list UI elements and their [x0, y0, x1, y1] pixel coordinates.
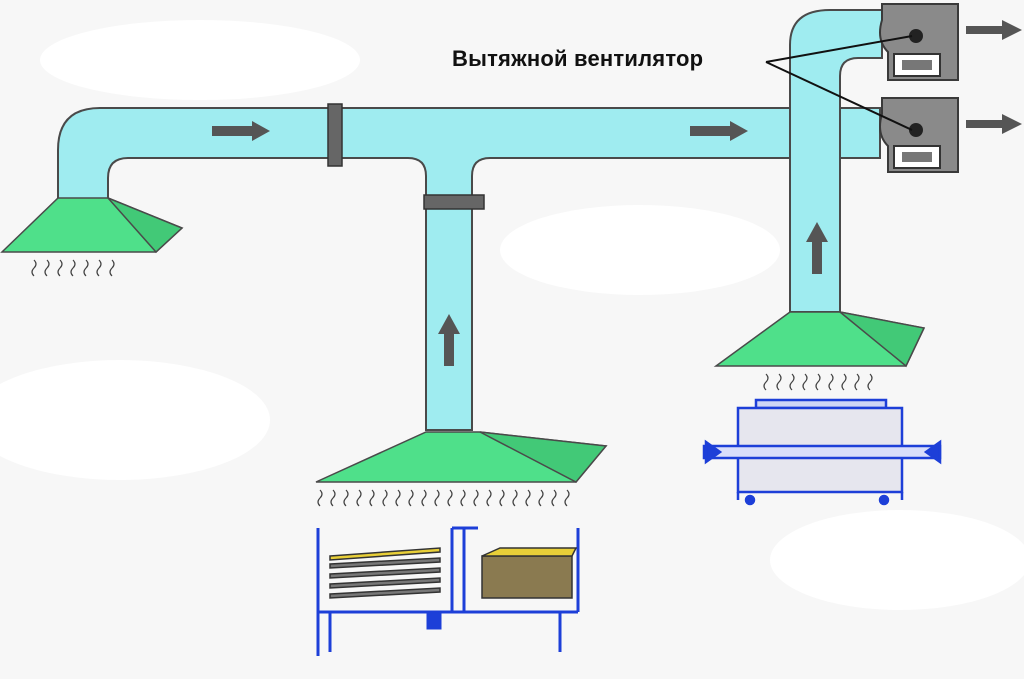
- arrow-right-2: [690, 121, 748, 141]
- fume-wave: [776, 373, 782, 391]
- fume-wave: [109, 259, 115, 277]
- fume-wave: [70, 259, 76, 277]
- fume-wave: [564, 489, 570, 507]
- arrow-out-top: [966, 20, 1022, 40]
- hood-right: [713, 311, 926, 368]
- fume-wave: [447, 489, 453, 507]
- main-duct: [57, 107, 881, 431]
- arrow-up-right: [806, 222, 828, 274]
- exhaust-fan-bottom: [879, 97, 959, 173]
- workbench: [316, 526, 580, 656]
- fume-wave: [96, 259, 102, 277]
- fume-wave: [421, 489, 427, 507]
- arrow-right-1: [212, 121, 270, 141]
- fume-wave: [343, 489, 349, 507]
- fume-wave: [317, 489, 323, 507]
- fume-waves: [31, 259, 873, 507]
- fume-wave: [486, 489, 492, 507]
- damper-main: [327, 103, 343, 167]
- fume-wave: [499, 489, 505, 507]
- fume-wave: [83, 259, 89, 277]
- hood-left: [0, 197, 184, 254]
- arrow-up-center: [438, 314, 460, 366]
- fume-wave: [330, 489, 336, 507]
- fume-wave: [538, 489, 544, 507]
- fume-wave: [57, 259, 63, 277]
- fume-wave: [369, 489, 375, 507]
- fume-wave: [854, 373, 860, 391]
- fume-wave: [841, 373, 847, 391]
- fume-wave: [382, 489, 388, 507]
- exhaust-fan-label: Вытяжной вентилятор: [452, 46, 704, 71]
- fume-wave: [551, 489, 557, 507]
- fume-wave: [828, 373, 834, 391]
- arrow-out-bottom: [966, 114, 1022, 134]
- fume-wave: [408, 489, 414, 507]
- fume-wave: [31, 259, 37, 277]
- fume-wave: [867, 373, 873, 391]
- oven-box: [481, 547, 578, 599]
- cooking-kettle: [702, 398, 942, 506]
- baking-trays: [329, 547, 441, 599]
- fume-wave: [512, 489, 518, 507]
- fume-wave: [395, 489, 401, 507]
- label-leader-lines: [765, 35, 913, 131]
- fume-wave: [44, 259, 50, 277]
- fume-wave: [356, 489, 362, 507]
- fume-wave: [525, 489, 531, 507]
- damper-branch: [423, 194, 485, 210]
- fume-wave: [763, 373, 769, 391]
- fan-motor-icon: [909, 29, 923, 43]
- exhaust-fan-top: [879, 3, 959, 81]
- fume-wave: [802, 373, 808, 391]
- fume-wave: [789, 373, 795, 391]
- fan-motor-icon: [909, 123, 923, 137]
- airflow-arrows: [212, 20, 1022, 366]
- hood-center: [315, 431, 608, 483]
- fume-wave: [815, 373, 821, 391]
- background-clouds: [0, 20, 1024, 610]
- fume-wave: [460, 489, 466, 507]
- fume-wave: [473, 489, 479, 507]
- fume-wave: [434, 489, 440, 507]
